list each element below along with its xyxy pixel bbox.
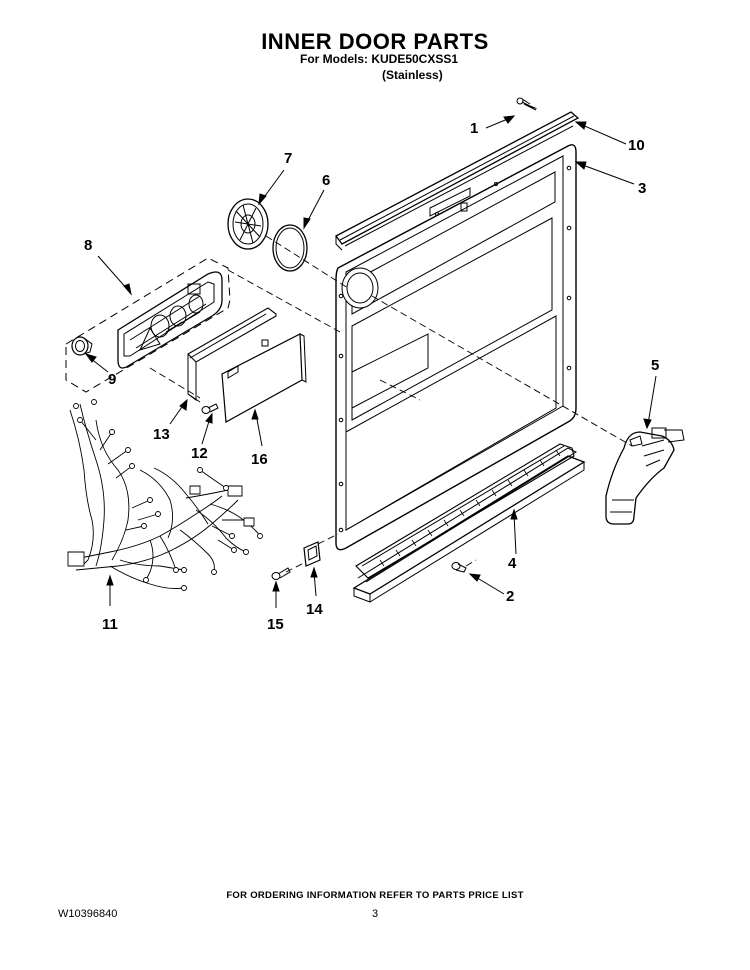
callout-11: 11 [102, 616, 118, 633]
clip-screw [272, 568, 290, 580]
vent-cover [228, 199, 268, 249]
callout-8: 8 [84, 237, 93, 254]
callout-3: 3 [638, 180, 647, 197]
callout-4: 4 [508, 555, 517, 572]
callout-1: 1 [470, 120, 479, 137]
door-clip [304, 542, 320, 566]
control-gasket [188, 308, 276, 402]
callout-10: 10 [628, 137, 645, 154]
top-screw [517, 98, 536, 110]
callout-9: 9 [108, 371, 117, 388]
callout-7: 7 [284, 150, 293, 167]
control-board [222, 334, 306, 422]
callout-5: 5 [651, 357, 660, 374]
models-line: For Models: KUDE50CXSS1 [300, 52, 459, 66]
inner-door-panel [336, 145, 576, 550]
control-knob [72, 337, 92, 355]
page-number: 3 [372, 908, 379, 920]
ordering-note: FOR ORDERING INFORMATION REFER TO PARTS … [226, 890, 524, 901]
callout-2: 2 [506, 588, 515, 605]
top-seal-strip [336, 112, 578, 250]
assembly-guide-lines [150, 106, 632, 572]
callout-16: 16 [251, 451, 268, 468]
vent-duct-assembly [606, 428, 684, 524]
control-console-housing [66, 258, 230, 392]
channel-screw [452, 563, 466, 573]
finish-line: (Stainless) [382, 68, 443, 82]
callout-13: 13 [153, 426, 170, 443]
callout-12: 12 [191, 445, 208, 462]
page-title: INNER DOOR PARTS [261, 29, 489, 54]
callout-15: 15 [267, 616, 284, 633]
callout-14: 14 [306, 601, 323, 618]
gasket-ring [273, 225, 307, 271]
wire-harness [68, 400, 263, 591]
board-screw [202, 404, 218, 414]
callout-leaders [86, 116, 656, 608]
lower-vent-strip [356, 444, 574, 578]
callout-6: 6 [322, 172, 331, 189]
document-number: W10396840 [58, 908, 118, 920]
